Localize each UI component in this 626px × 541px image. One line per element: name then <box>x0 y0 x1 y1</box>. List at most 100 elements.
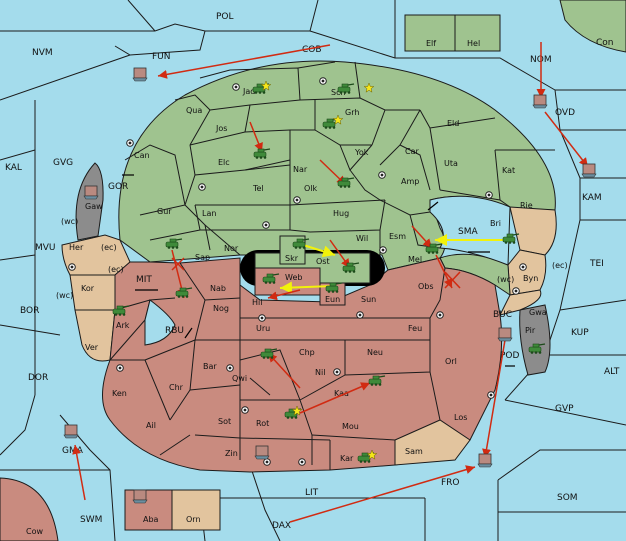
label-bar: Bar <box>203 362 217 371</box>
label-mou: Mou <box>342 422 359 431</box>
label-los: Los <box>454 413 467 422</box>
coast-label-her-ec: (ec) <box>101 243 117 252</box>
label-fun: FUN <box>152 52 171 62</box>
province-hel[interactable] <box>454 14 501 52</box>
label-elf: Elf <box>426 39 436 48</box>
label-amp: Amp <box>401 177 419 186</box>
label-wil: Wil <box>356 234 368 243</box>
label-elc: Elc <box>218 158 230 167</box>
label-kal: KAL <box>5 163 22 173</box>
label-kar: Kar <box>340 454 354 463</box>
label-gur: Gur <box>157 207 172 216</box>
label-qua: Qua <box>186 106 202 115</box>
supply-center-dot <box>258 314 266 322</box>
label-her: Her <box>69 243 84 252</box>
label-sch: Sch <box>331 88 346 97</box>
supply-center-dot <box>263 458 271 466</box>
supply-center-dot <box>519 263 527 271</box>
label-pod: POD <box>500 351 520 361</box>
label-can: Can <box>134 151 150 160</box>
label-kaa: Kaa <box>334 389 349 398</box>
province-sam[interactable] <box>394 419 471 466</box>
label-lit: LIT <box>305 488 319 498</box>
province-aba[interactable] <box>124 489 173 531</box>
supply-center-dot <box>232 83 240 91</box>
label-web: Web <box>285 273 302 282</box>
label-chp: Chp <box>299 348 315 357</box>
label-mit: MIT <box>136 275 152 285</box>
supply-center-dot <box>293 196 301 204</box>
label-eun: Eun <box>325 295 340 304</box>
label-ver: Ver <box>85 343 99 352</box>
label-byn: Byn <box>523 274 538 283</box>
label-eld: Eld <box>447 119 459 128</box>
green-landmass <box>118 60 556 271</box>
supply-center-dot <box>333 368 341 376</box>
label-swm: SWM <box>80 515 102 525</box>
label-cob: COB <box>302 45 322 55</box>
sea-sma-inner[interactable] <box>429 195 511 266</box>
supply-center-dot <box>436 311 444 319</box>
label-sap: Sap <box>195 253 210 262</box>
label-sma: SMA <box>458 227 478 237</box>
fleet-icon <box>581 163 597 178</box>
supply-center-dot <box>126 139 134 147</box>
label-alt: ALT <box>604 367 620 377</box>
label-chr: Chr <box>169 383 184 392</box>
supply-center-dot <box>512 287 520 295</box>
label-hil: Hil <box>252 298 262 307</box>
province-gwa[interactable] <box>499 289 542 316</box>
supply-center-dot <box>68 263 76 271</box>
red-region <box>102 257 503 473</box>
label-nog: Nog <box>213 304 229 313</box>
green-region <box>118 60 556 271</box>
label-uta: Uta <box>444 159 458 168</box>
label-pir: Pir <box>525 326 536 335</box>
label-tel: Tel <box>252 184 264 193</box>
label-dor: DOR <box>28 373 48 383</box>
label-con: Con <box>596 38 614 48</box>
label-fro: FRO <box>441 478 460 488</box>
label-car: Car <box>405 147 419 156</box>
supply-center-dot <box>226 364 234 372</box>
supply-center-dot <box>485 191 493 199</box>
supply-center-dot <box>356 311 364 319</box>
supply-center-dot <box>262 221 270 229</box>
failed-orders <box>171 257 461 289</box>
supply-center-dot <box>487 391 495 399</box>
coast-labels: (wc) (ec) (ec) (wc) (wc) (ec) <box>56 217 568 300</box>
label-kup: KUP <box>571 328 589 338</box>
label-qwi: Qwi <box>232 374 247 383</box>
coast-label-kor-wc: (wc) <box>56 291 73 300</box>
province-gaw[interactable] <box>75 162 104 241</box>
supply-center-dot <box>241 406 249 414</box>
label-kat: Kat <box>502 166 515 175</box>
label-nar: Nar <box>293 165 308 174</box>
label-ovd: OVD <box>555 108 575 118</box>
support-orders <box>279 234 505 294</box>
label-uru: Uru <box>256 324 270 333</box>
label-hug: Hug <box>333 209 349 218</box>
coast-label-kor-ec: (ec) <box>108 265 124 274</box>
coast-label-her-wc: (wc) <box>61 217 78 226</box>
label-ail: Ail <box>146 421 156 430</box>
label-gaw: Gaw <box>85 202 103 211</box>
sea-rbu-inner[interactable] <box>144 299 176 346</box>
label-esm: Esm <box>389 232 406 241</box>
label-nor: Nor <box>224 244 239 253</box>
province-pir[interactable] <box>519 304 551 376</box>
label-gwa: Gwa <box>529 308 547 317</box>
province-orn[interactable] <box>171 489 221 531</box>
label-rie: Rie <box>520 201 533 210</box>
label-som: SOM <box>557 493 578 503</box>
supply-center-dot <box>379 246 387 254</box>
label-cow: Cow <box>26 527 43 536</box>
label-mvu: MVU <box>35 243 56 253</box>
label-ken: Ken <box>112 389 127 398</box>
fleet-icon <box>477 453 493 468</box>
label-nab: Nab <box>210 284 226 293</box>
fleet-icon <box>497 327 513 342</box>
province-her[interactable] <box>61 234 131 276</box>
label-orl: Orl <box>445 357 457 366</box>
